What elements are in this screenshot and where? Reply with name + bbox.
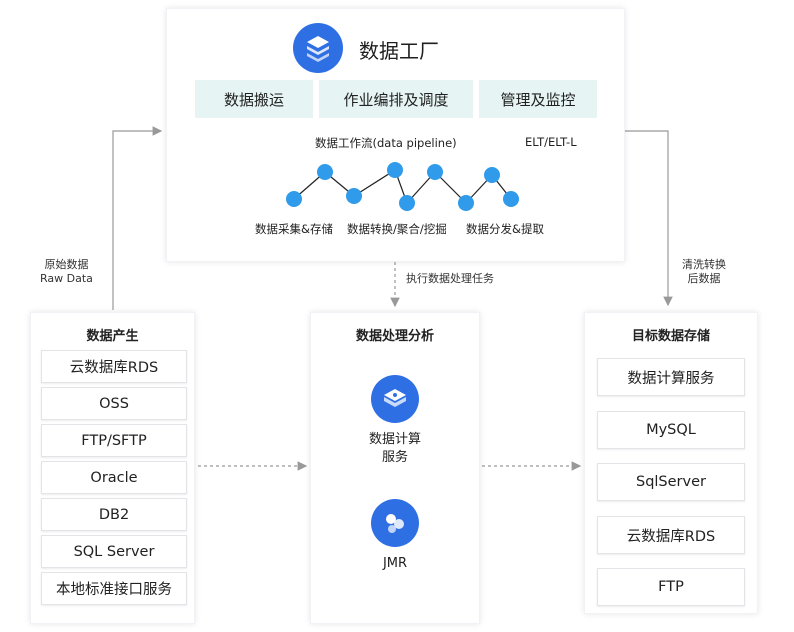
source-item-rds[interactable]: 云数据库RDS — [41, 350, 187, 383]
pipeline-node — [317, 164, 333, 180]
tab-data-transfer[interactable]: 数据搬运 — [195, 80, 313, 118]
pipeline-node — [387, 162, 403, 178]
source-item-sqlserver[interactable]: SQL Server — [41, 535, 187, 568]
source-item-local-interface[interactable]: 本地标准接口服务 — [41, 572, 187, 605]
source-item-db2[interactable]: DB2 — [41, 498, 187, 531]
data-source-panel: 数据产生 云数据库RDS OSS FTP/SFTP Oracle DB2 SQL… — [30, 312, 195, 624]
source-item-oss[interactable]: OSS — [41, 387, 187, 420]
pipeline-node — [427, 164, 443, 180]
cleaned-data-arrow — [625, 130, 673, 307]
raw-data-english-label: Raw Data — [40, 272, 93, 285]
jmr-icon[interactable] — [371, 499, 419, 547]
source-item-ftp[interactable]: FTP/SFTP — [41, 424, 187, 457]
compute-service-label-line1: 数据计算 — [368, 432, 421, 447]
data-factory-panel: 数据工厂 数据搬运 作业编排及调度 管理及监控 数据工作流(data pipel… — [166, 8, 625, 262]
cleaned-data-annotation: 清洗转换 后数据 — [682, 258, 726, 286]
source-item-oracle[interactable]: Oracle — [41, 461, 187, 494]
pipeline-node — [399, 195, 415, 211]
stage-label-distribute: 数据分发&提取 — [466, 222, 544, 236]
cleaned-data-label-2: 后数据 — [687, 272, 721, 285]
pipeline-node — [503, 191, 519, 207]
compute-service-label-line2: 服务 — [381, 450, 408, 465]
raw-data-annotation: 原始数据 Raw Data — [40, 258, 93, 286]
raw-data-label: 原始数据 — [44, 258, 89, 271]
cleaned-data-label: 清洗转换 — [682, 258, 726, 271]
target-item-rds[interactable]: 云数据库RDS — [597, 516, 745, 554]
target-item-mysql[interactable]: MySQL — [597, 411, 745, 449]
tab-job-scheduling[interactable]: 作业编排及调度 — [319, 80, 473, 118]
stage-label-collect: 数据采集&存储 — [255, 222, 333, 236]
target-item-compute[interactable]: 数据计算服务 — [597, 358, 745, 396]
data-processing-panel: 数据处理分析 数据计算 服务 JMR — [310, 312, 480, 624]
pipeline-node — [286, 191, 302, 207]
pipeline-node — [458, 195, 474, 211]
target-title: 目标数据存储 — [631, 329, 710, 344]
pipeline-node — [484, 167, 500, 183]
source-title: 数据产生 — [86, 329, 139, 344]
factory-title: 数据工厂 — [359, 39, 439, 63]
elt-label: ELT/ELT-L — [525, 135, 577, 149]
jmr-label: JMR — [382, 556, 408, 571]
target-item-ftp[interactable]: FTP — [597, 568, 745, 606]
target-item-sqlserver[interactable]: SqlServer — [597, 463, 745, 501]
factory-logo-icon — [293, 23, 343, 73]
raw-data-arrow — [112, 126, 163, 310]
pipeline-node — [346, 188, 362, 204]
compute-service-label: 数据计算 服务 — [311, 431, 479, 467]
execute-task-label: 执行数据处理任务 — [406, 272, 494, 285]
target-storage-panel: 目标数据存储 数据计算服务 MySQL SqlServer 云数据库RDS FT… — [584, 312, 758, 614]
stage-label-transform: 数据转换/聚合/挖掘 — [347, 222, 447, 236]
processing-title: 数据处理分析 — [355, 329, 434, 344]
tab-management-monitoring[interactable]: 管理及监控 — [479, 80, 597, 118]
compute-service-icon[interactable] — [371, 375, 419, 423]
pipeline-graph — [286, 162, 519, 211]
pipeline-label: 数据工作流(data pipeline) — [315, 136, 457, 150]
